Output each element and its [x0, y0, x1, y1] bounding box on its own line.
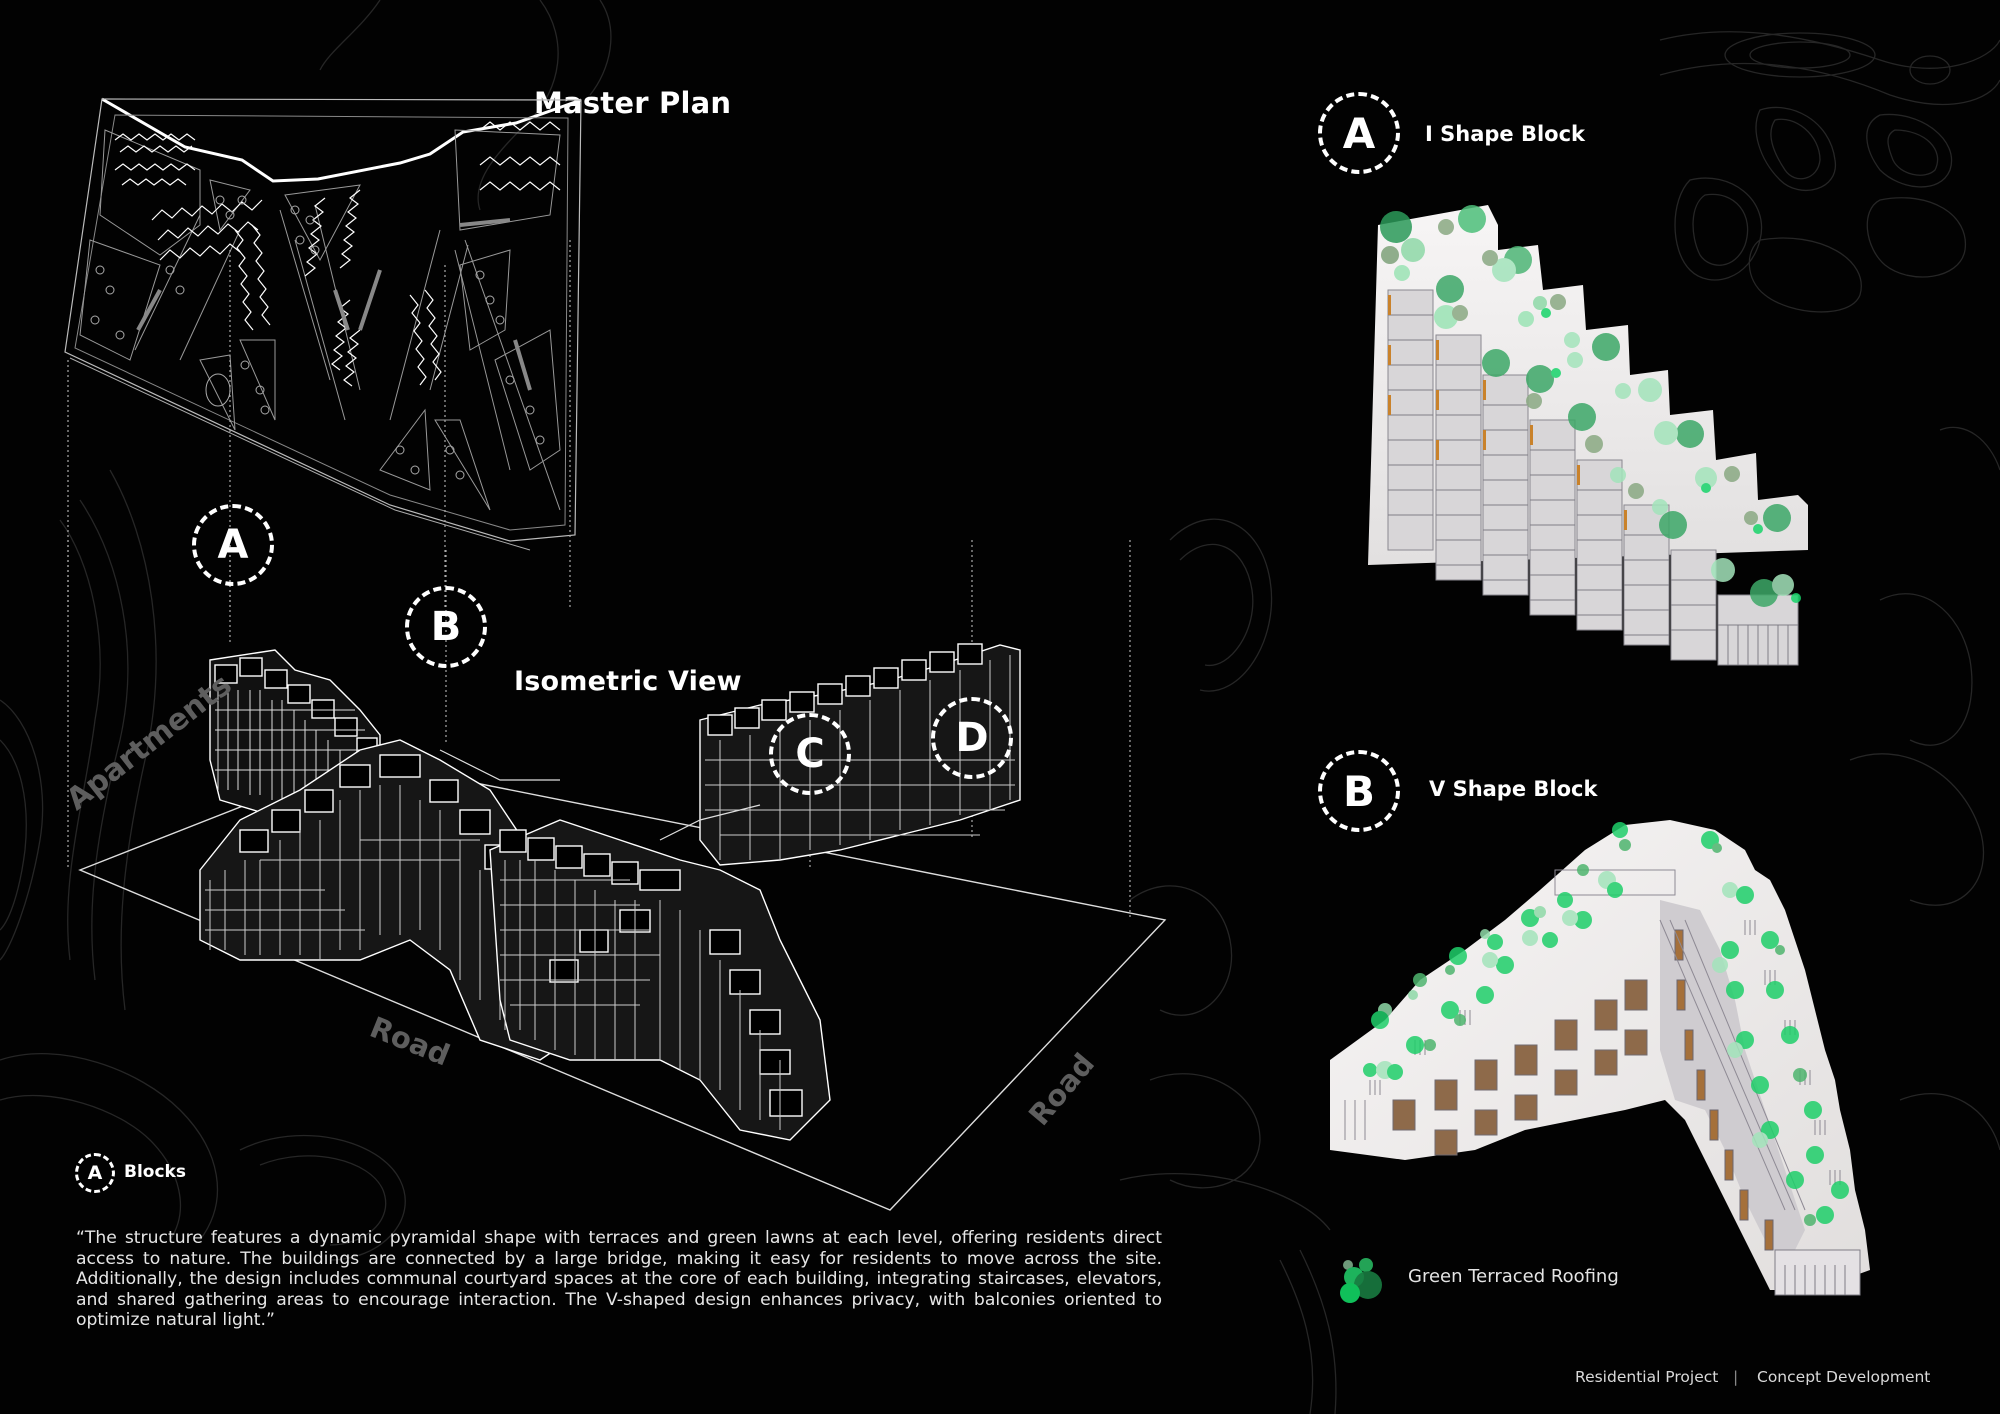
- block-a-render: [1368, 205, 1808, 666]
- footer-project: Residential Project: [1575, 1368, 1719, 1386]
- master-plan-drawing: [64, 97, 582, 610]
- block-b-label: V Shape Block: [1429, 777, 1598, 801]
- legend-block-marker: A: [75, 1153, 115, 1193]
- block-a-marker: A: [1318, 92, 1400, 174]
- master-plan-title: Master Plan: [534, 86, 732, 120]
- block-b-render: [1330, 820, 1870, 1296]
- green-roofing-legend-label: Green Terraced Roofing: [1408, 1266, 1619, 1287]
- green-roofing-legend-swatch: [1340, 1258, 1382, 1303]
- block-a-label: I Shape Block: [1425, 122, 1586, 146]
- isometric-drawing: [67, 540, 1167, 1211]
- footer-stage: Concept Development: [1757, 1368, 1931, 1386]
- footer-separator: |: [1733, 1368, 1739, 1386]
- marker-d: D: [931, 697, 1013, 779]
- marker-a: A: [192, 504, 274, 586]
- block-b-marker: B: [1318, 750, 1400, 832]
- marker-b: B: [405, 586, 487, 668]
- marker-c: C: [769, 713, 851, 795]
- project-description: “The structure features a dynamic pyrami…: [76, 1228, 1162, 1330]
- legend-blocks-label: Blocks: [124, 1162, 186, 1182]
- isometric-view-title: Isometric View: [514, 666, 742, 697]
